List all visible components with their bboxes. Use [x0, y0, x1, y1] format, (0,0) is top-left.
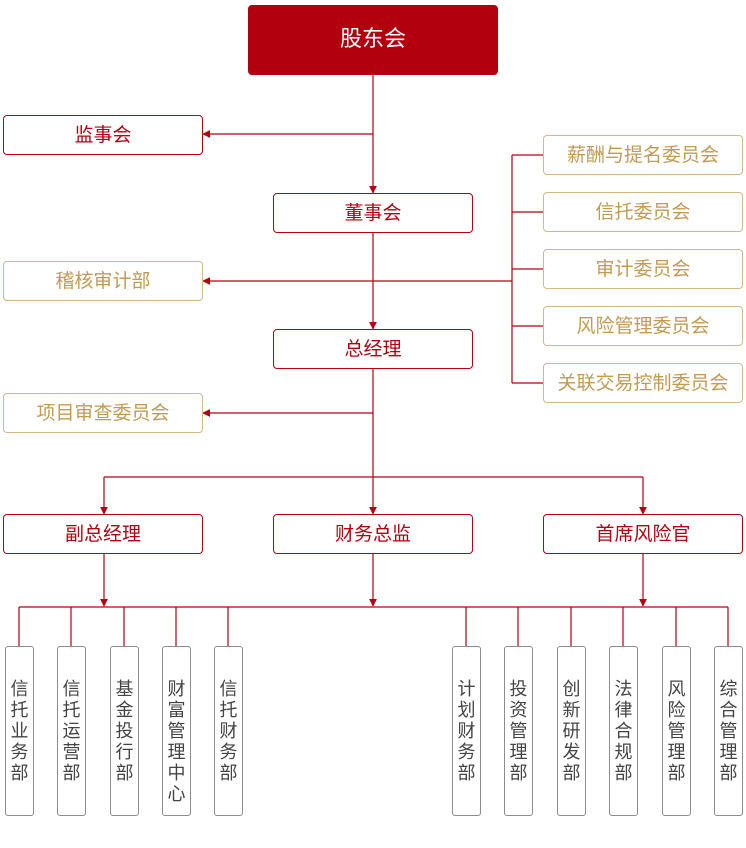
dept-wealth-management-center: 财富管理中心 — [162, 646, 191, 816]
dept-general-administration: 综合管理部 — [714, 646, 743, 816]
dept-investment-management: 投资管理部 — [504, 646, 533, 816]
committee-related-transaction: 关联交易控制委员会 — [543, 363, 743, 403]
supervisory-board-node: 监事会 — [3, 115, 203, 155]
committee-compensation-nomination: 薪酬与提名委员会 — [543, 135, 743, 175]
dept-trust-operations: 信托运营部 — [57, 646, 86, 816]
dept-legal-compliance: 法律合规部 — [609, 646, 638, 816]
dept-trust-business: 信托业务部 — [5, 646, 34, 816]
dept-risk-management: 风险管理部 — [662, 646, 691, 816]
chief-risk-officer-node: 首席风险官 — [543, 514, 743, 554]
dept-fund-investment-banking: 基金投行部 — [110, 646, 139, 816]
cfo-node: 财务总监 — [273, 514, 473, 554]
dept-planning-finance: 计划财务部 — [452, 646, 481, 816]
committee-audit: 审计委员会 — [543, 249, 743, 289]
audit-department-node: 稽核审计部 — [3, 261, 203, 301]
committee-trust: 信托委员会 — [543, 192, 743, 232]
board-of-directors-node: 董事会 — [273, 193, 473, 233]
vice-general-manager-node: 副总经理 — [3, 514, 203, 554]
general-manager-node: 总经理 — [273, 329, 473, 369]
shareholders-meeting-node: 股东会 — [248, 5, 498, 75]
project-review-committee-node: 项目审查委员会 — [3, 393, 203, 433]
committee-risk-management: 风险管理委员会 — [543, 306, 743, 346]
dept-innovation-rnd: 创新研发部 — [557, 646, 586, 816]
dept-trust-finance: 信托财务部 — [214, 646, 243, 816]
